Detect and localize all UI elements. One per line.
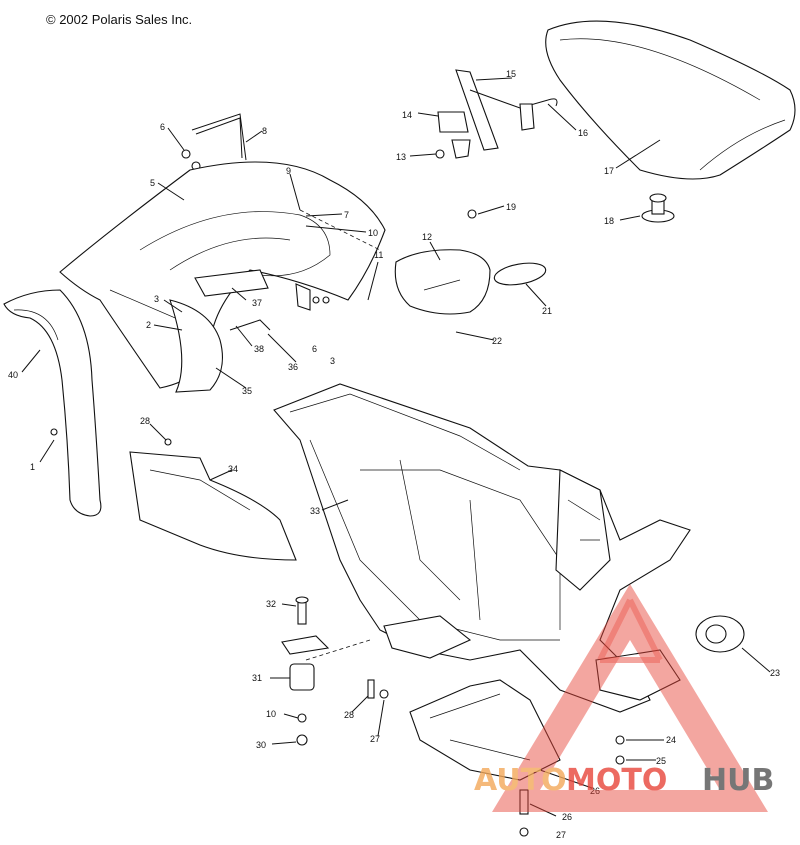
tail-light — [394, 209, 547, 315]
callout-15: 15 — [506, 69, 516, 79]
callout-25: 26 — [590, 786, 600, 796]
callout-labels: 15 14 13 16 17 18 19 21 22 12 8 6 5 9 7 … — [8, 69, 780, 840]
seat — [545, 20, 796, 180]
callout-6-top: 6 — [160, 122, 165, 132]
callout-3-left: 3 — [154, 294, 159, 304]
main-frame — [273, 383, 691, 713]
callout-31: 31 — [252, 673, 262, 683]
callout-29-left: 28 — [140, 416, 150, 426]
callout-40: 40 — [8, 370, 18, 380]
seat-latch — [435, 69, 558, 159]
callout-23: 24 — [666, 735, 676, 745]
callout-24: 25 — [656, 756, 666, 766]
callout-20: 21 — [542, 306, 552, 316]
callout-38: 38 — [254, 344, 264, 354]
watermark: AUTO MOTO HUB — [474, 584, 774, 812]
callout-32: 32 — [266, 599, 276, 609]
footwell-side-panel — [3, 289, 102, 517]
front-bushing — [695, 615, 745, 653]
callout-19: 19 — [506, 202, 516, 212]
callout-12: 12 — [422, 232, 432, 242]
callout-22: 23 — [770, 668, 780, 678]
fasteners — [50, 428, 625, 837]
callout-13: 13 — [396, 152, 406, 162]
callout-35: 35 — [242, 386, 252, 396]
callout-10-top: 10 — [368, 228, 378, 238]
callout-1: 1 — [30, 462, 35, 472]
callout-18: 18 — [604, 216, 614, 226]
callout-6-mid: 6 — [312, 344, 317, 354]
callout-21: 22 — [492, 336, 502, 346]
callout-29: 28 — [344, 710, 354, 720]
callout-36: 36 — [288, 362, 298, 372]
callout-28: 27 — [370, 734, 380, 744]
watermark-text-moto: MOTO — [566, 763, 667, 798]
callout-27: 27 — [556, 830, 566, 840]
watermark-triangle-icon — [492, 584, 768, 812]
footwell-panel — [129, 451, 297, 561]
callout-9: 7 — [344, 210, 349, 220]
callout-8: 9 — [286, 166, 291, 176]
callout-2: 2 — [146, 320, 151, 330]
callout-14: 14 — [402, 110, 412, 120]
skid-plate — [409, 679, 561, 781]
callout-33: 33 — [310, 506, 320, 516]
callout-3-mid: 3 — [330, 356, 335, 366]
callout-34: 34 — [228, 464, 238, 474]
fender-flare — [169, 269, 330, 393]
leader-lines — [21, 77, 771, 817]
callout-17: 17 — [604, 166, 614, 176]
callout-5: 5 — [150, 178, 155, 188]
callout-30: 30 — [256, 740, 266, 750]
rack-bracket — [181, 113, 247, 171]
callout-16: 16 — [578, 128, 588, 138]
copyright-notice: © 2002 Polaris Sales Inc. — [46, 12, 193, 27]
callout-26: 26 — [562, 812, 572, 822]
callout-10-low: 10 — [266, 709, 276, 719]
watermark-text-auto: AUTO — [474, 763, 567, 798]
seat-bumper — [641, 193, 675, 223]
engine-mount-hardware — [281, 596, 371, 746]
callout-11: 11 — [374, 250, 383, 260]
callout-7: 8 — [262, 126, 267, 136]
watermark-text-hub: HUB — [702, 763, 774, 798]
callout-37: 37 — [252, 298, 262, 308]
